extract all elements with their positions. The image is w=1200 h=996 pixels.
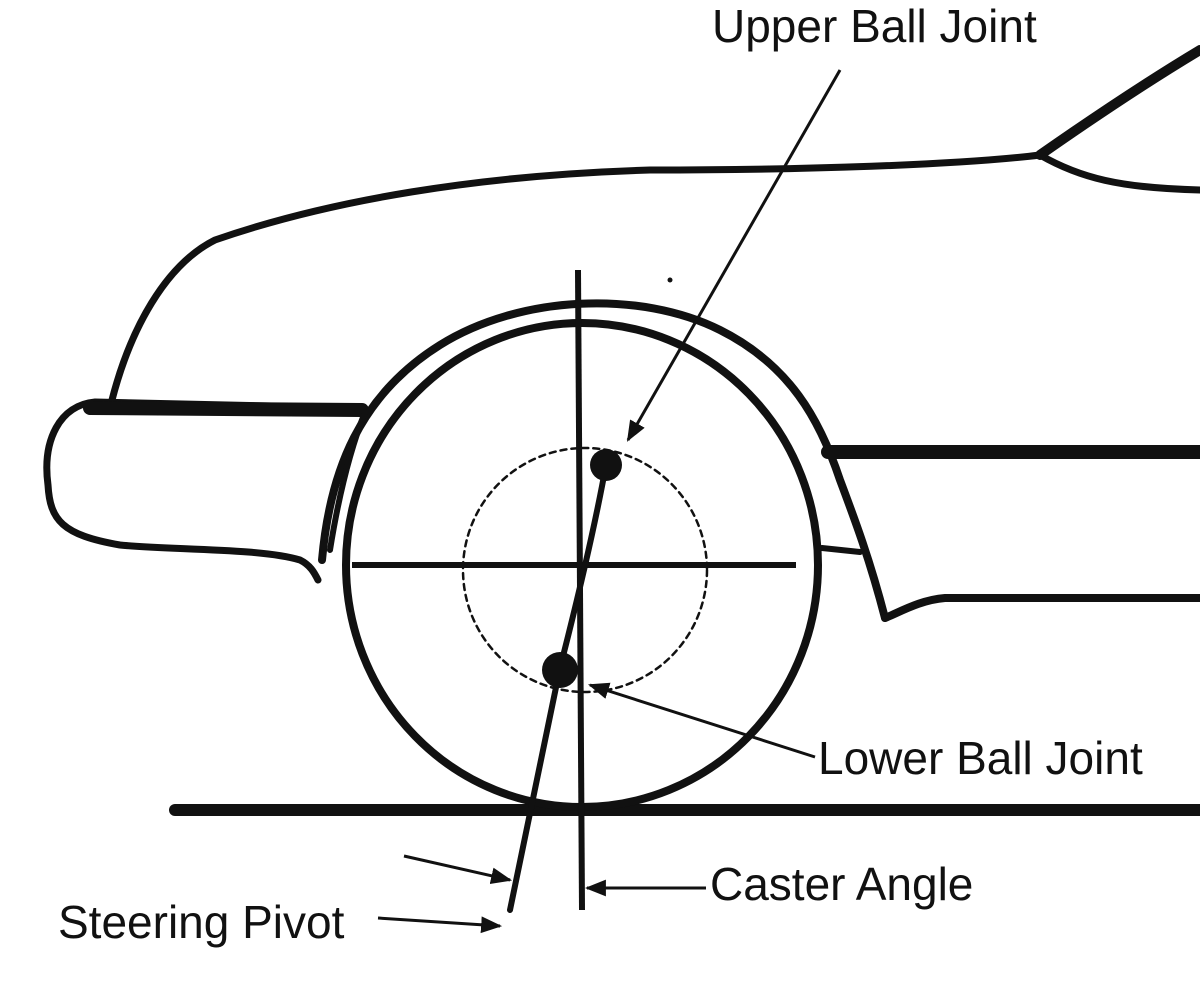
wheel-arch-tail	[881, 594, 1200, 622]
hub-dashed-circle	[461, 446, 709, 694]
lower-ball-joint-label: Lower Ball Joint	[818, 732, 1143, 784]
bumper-strip	[83, 401, 369, 417]
hood-line	[108, 151, 1200, 404]
front-bumper	[43, 398, 366, 584]
lower-ball-joint-marker	[542, 652, 578, 688]
body-side-middle	[819, 545, 863, 555]
steering-pivot-arrow	[377, 916, 503, 934]
lower-ball-joint-arrow	[587, 682, 816, 759]
callout-arrows	[377, 69, 842, 934]
angle-indicator-arrow	[403, 854, 513, 885]
windshield-line	[1035, 45, 1200, 160]
upper-ball-joint-arrow	[626, 69, 842, 442]
wheel-arch-outer	[318, 299, 889, 622]
stray-dot	[667, 277, 673, 283]
wheel-arch-lip	[327, 409, 368, 553]
upper-ball-joint-label: Upper Ball Joint	[712, 0, 1037, 52]
caster-angle-label: Caster Angle	[710, 858, 973, 910]
upper-ball-joint-marker	[590, 449, 622, 481]
steering-pivot-label: Steering Pivot	[58, 896, 345, 948]
car-body	[43, 45, 1200, 622]
